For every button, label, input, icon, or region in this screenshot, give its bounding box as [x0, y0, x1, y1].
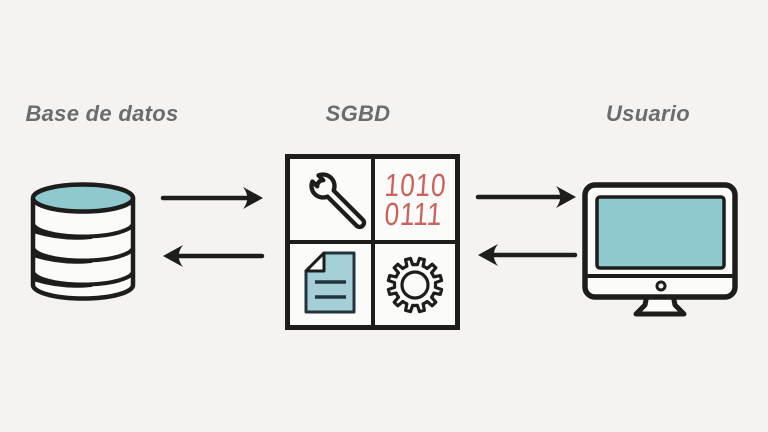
sgbd-quadrant-process [372, 242, 455, 325]
arrow-sgbd-to-user [475, 186, 576, 208]
sgbd-quadrant-binary: 1010 0111 [372, 159, 455, 242]
sgbd-box: 1010 0111 [285, 154, 460, 330]
sgbd-quadrant-document [290, 242, 373, 325]
sgbd-label: SGBD [325, 101, 391, 126]
database-cylinder-icon [30, 182, 136, 301]
user-label: Usuario [605, 101, 690, 126]
arrow-user-to-sgbd [478, 244, 578, 266]
gear-icon [386, 256, 443, 313]
computer-monitor-icon [582, 182, 738, 317]
sgbd-quadrant-config [290, 159, 373, 242]
document-icon [304, 251, 356, 313]
database-label: Base de datos [25, 101, 179, 126]
arrow-db-to-sgbd [160, 187, 263, 209]
arrow-sgbd-to-db [163, 245, 265, 267]
wrench-icon [309, 171, 367, 229]
